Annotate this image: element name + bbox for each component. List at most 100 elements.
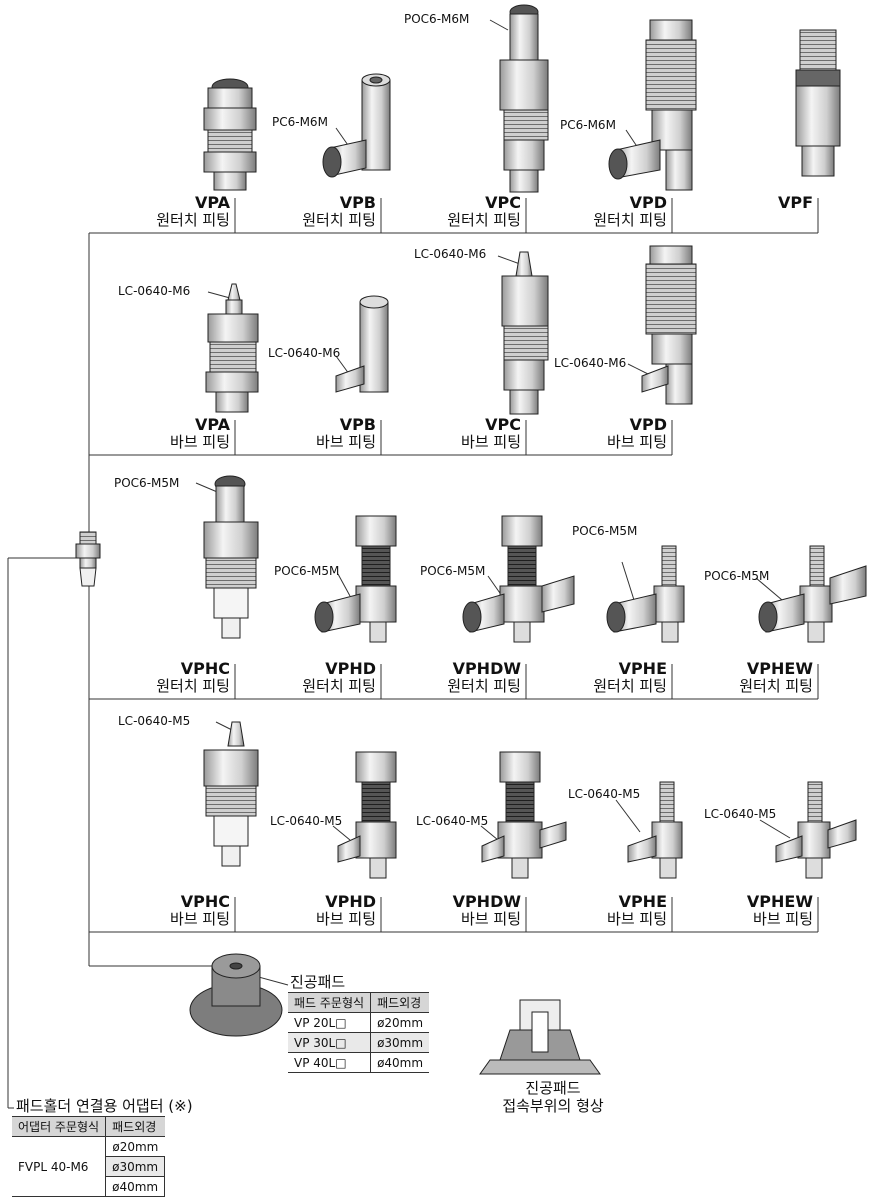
table-cell: VP 40L□ xyxy=(288,1053,371,1073)
fitting-type-label: 원터치 피팅 xyxy=(156,678,230,695)
vphdw-onetouch-drawing xyxy=(463,516,574,642)
table-cell: ø30mm xyxy=(371,1033,430,1053)
model-label: VPB xyxy=(340,416,376,433)
model-label: VPHD xyxy=(325,893,376,910)
model-label: VPC xyxy=(485,194,521,211)
vphew-barb-drawing xyxy=(776,782,856,878)
vpd-onetouch-drawing xyxy=(609,20,696,190)
part-number-label: POC6-M5M xyxy=(572,525,637,538)
fitting-type-label: 바브 피팅 xyxy=(607,434,667,451)
model-label: VPD xyxy=(630,416,667,433)
model-label: VPA xyxy=(195,194,230,211)
fitting-type-label: 원터치 피팅 xyxy=(302,212,376,229)
fitting-type-label: 바브 피팅 xyxy=(607,911,667,928)
model-label: VPHC xyxy=(181,893,230,910)
table-cell: ø30mm xyxy=(106,1157,165,1177)
model-label: VPHDW xyxy=(453,893,521,910)
fitting-type-label: 바브 피팅 xyxy=(170,434,230,451)
vpa-onetouch-drawing xyxy=(204,79,256,190)
part-number-label: LC-0640-M6 xyxy=(268,347,340,360)
adapter-drawing xyxy=(76,532,100,586)
part-number-label: LC-0640-M6 xyxy=(414,248,486,261)
part-number-label: POC6-M5M xyxy=(420,565,485,578)
vphew-onetouch-drawing xyxy=(759,546,866,642)
model-label: VPA xyxy=(195,416,230,433)
vacuum-pad-title: 진공패드 xyxy=(290,974,345,991)
table-cell: FVPL 40-M6 xyxy=(12,1137,106,1197)
vpc-barb-drawing xyxy=(502,252,548,414)
pad-shape-caption-1: 진공패드 xyxy=(503,1080,603,1097)
part-number-label: PC6-M6M xyxy=(560,119,616,132)
vphd-onetouch-drawing xyxy=(315,516,396,642)
part-number-label: POC6-M5M xyxy=(274,565,339,578)
model-label: VPB xyxy=(340,194,376,211)
model-label: VPHE xyxy=(619,893,667,910)
vphdw-barb-drawing xyxy=(482,752,566,878)
fitting-type-label: 원터치 피팅 xyxy=(739,678,813,695)
table-row: VP 40L□ ø40mm xyxy=(288,1053,429,1073)
vpc-onetouch-drawing xyxy=(500,5,548,192)
fitting-type-label: 원터치 피팅 xyxy=(447,212,521,229)
model-label: VPD xyxy=(630,194,667,211)
vacuum-pad-table: 패드 주문형식 패드외경 VP 20L□ ø20mm VP 30L□ ø30mm… xyxy=(288,992,429,1073)
vphc-onetouch-drawing xyxy=(204,476,258,638)
table-header-row: 어댑터 주문형식 패드외경 xyxy=(12,1117,165,1137)
table-cell: VP 30L□ xyxy=(288,1033,371,1053)
table-row: VP 30L□ ø30mm xyxy=(288,1033,429,1053)
fitting-type-label: 바브 피팅 xyxy=(461,911,521,928)
vphc-barb-drawing xyxy=(204,722,258,866)
table-cell: ø40mm xyxy=(106,1177,165,1197)
fitting-type-label: 바브 피팅 xyxy=(170,911,230,928)
pad-connection-shape-drawing xyxy=(480,1000,600,1074)
table-row: FVPL 40-M6 ø20mm xyxy=(12,1137,165,1157)
fitting-type-label: 원터치 피팅 xyxy=(156,212,230,229)
table-header-cell: 패드외경 xyxy=(371,993,430,1013)
fitting-type-label: 바브 피팅 xyxy=(461,434,521,451)
vpd-barb-drawing xyxy=(642,246,696,404)
model-label: VPHE xyxy=(619,660,667,677)
vphe-onetouch-drawing xyxy=(607,546,684,642)
vphd-barb-drawing xyxy=(338,752,396,878)
model-label: VPHDW xyxy=(453,660,521,677)
part-number-label: LC-0640-M5 xyxy=(704,808,776,821)
model-label: VPHEW xyxy=(747,660,813,677)
table-cell: ø20mm xyxy=(371,1013,430,1033)
fitting-type-label: 원터치 피팅 xyxy=(302,678,376,695)
vpa-barb-drawing xyxy=(206,284,258,412)
part-number-label: LC-0640-M5 xyxy=(118,715,190,728)
table-row: VP 20L□ ø20mm xyxy=(288,1013,429,1033)
fitting-type-label: 바브 피팅 xyxy=(316,911,376,928)
adapter-table: 어댑터 주문형식 패드외경 FVPL 40-M6 ø20mm ø30mm ø40… xyxy=(12,1116,165,1197)
part-number-label: POC6-M5M xyxy=(114,477,179,490)
table-header-cell: 어댑터 주문형식 xyxy=(12,1117,106,1137)
fitting-type-label: 바브 피팅 xyxy=(316,434,376,451)
table-header-row: 패드 주문형식 패드외경 xyxy=(288,993,429,1013)
table-header-cell: 패드 주문형식 xyxy=(288,993,371,1013)
part-number-label: LC-0640-M5 xyxy=(568,788,640,801)
part-number-label: LC-0640-M5 xyxy=(270,815,342,828)
vpf-drawing xyxy=(796,30,840,176)
fitting-type-label: 원터치 피팅 xyxy=(593,212,667,229)
vpb-onetouch-drawing xyxy=(323,74,390,177)
pad-shape-caption-2: 접속부위의 형상 xyxy=(473,1098,633,1115)
part-number-label: LC-0640-M6 xyxy=(554,357,626,370)
fitting-type-label: 바브 피팅 xyxy=(753,911,813,928)
table-cell: ø40mm xyxy=(371,1053,430,1073)
vpb-barb-drawing xyxy=(336,296,388,392)
part-number-label: POC6-M6M xyxy=(404,13,469,26)
model-label: VPHEW xyxy=(747,893,813,910)
fitting-illustrations xyxy=(0,0,870,1168)
model-label: VPF xyxy=(778,194,813,211)
model-label: VPC xyxy=(485,416,521,433)
table-cell: VP 20L□ xyxy=(288,1013,371,1033)
fitting-type-label: 원터치 피팅 xyxy=(593,678,667,695)
table-cell: ø20mm xyxy=(106,1137,165,1157)
model-label: VPHC xyxy=(181,660,230,677)
adapter-title: 패드홀더 연결용 어댑터 (※) xyxy=(16,1098,193,1115)
table-header-cell: 패드외경 xyxy=(106,1117,165,1137)
part-number-label: LC-0640-M5 xyxy=(416,815,488,828)
part-number-label: POC6-M5M xyxy=(704,570,769,583)
part-number-label: PC6-M6M xyxy=(272,116,328,129)
part-number-label: LC-0640-M6 xyxy=(118,285,190,298)
model-label: VPHD xyxy=(325,660,376,677)
